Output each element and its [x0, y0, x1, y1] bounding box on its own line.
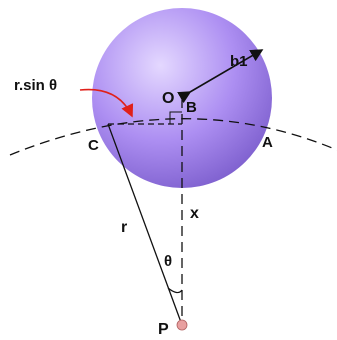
label-p: P	[158, 321, 169, 338]
label-r-sin-theta: r.sin θ	[14, 77, 57, 94]
label-b1: b1	[230, 53, 248, 70]
right-angle-marker	[169, 111, 182, 124]
label-b: B	[186, 99, 197, 116]
label-o: O	[162, 90, 174, 107]
label-r: r	[121, 219, 127, 236]
line-r	[107, 123, 183, 326]
theta-arc	[167, 287, 183, 294]
orbit-arc	[9, 118, 337, 156]
label-a: A	[262, 134, 273, 151]
label-x: x	[190, 205, 199, 222]
point-p	[176, 319, 188, 331]
r-sin-theta-arrow	[79, 88, 134, 118]
label-theta: θ	[164, 253, 172, 270]
radius-b1-arrow	[177, 49, 264, 104]
label-c: C	[88, 137, 99, 154]
